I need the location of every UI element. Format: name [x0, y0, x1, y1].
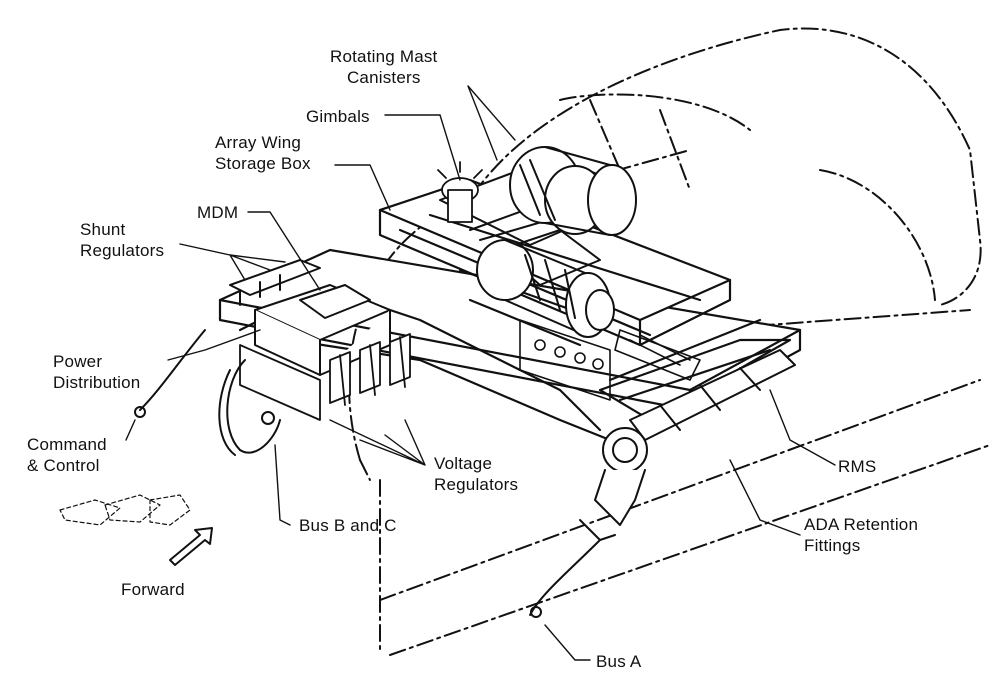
label-voltage-regulators: Voltage Regulators: [434, 453, 518, 495]
label-line: Command: [27, 435, 107, 454]
cable-runs: [134, 329, 601, 618]
label-command-control: Command & Control: [27, 434, 107, 476]
label-line: Voltage: [434, 454, 493, 473]
label-line: Shunt: [80, 220, 126, 239]
label-ada-retention-fittings: ADA Retention Fittings: [804, 514, 918, 556]
label-line: Fittings: [804, 536, 861, 555]
label-line: Storage Box: [215, 154, 311, 173]
leader-lines: [125, 85, 836, 661]
label-line: & Control: [27, 456, 100, 475]
mast-canister-lower: [476, 239, 615, 338]
label-line: Array Wing: [215, 133, 302, 152]
label-gimbals: Gimbals: [306, 107, 370, 126]
label-line: Power: [53, 352, 103, 371]
label-line: Regulators: [80, 241, 165, 260]
label-mdm: MDM: [197, 203, 239, 222]
gimbal-assembly: [437, 161, 483, 223]
label-line: Rotating Mast: [330, 47, 438, 66]
label-line: Distribution: [53, 373, 141, 392]
label-rotating-mast-canisters: Rotating Mast Canisters: [330, 46, 437, 88]
label-bus-b-and-c: Bus B and C: [299, 516, 397, 535]
label-line: Canisters: [346, 68, 421, 87]
label-array-wing-storage-box: Array Wing Storage Box: [215, 132, 311, 174]
forward-arrow-icon: [169, 527, 213, 566]
label-rms: RMS: [838, 457, 877, 476]
voltage-regulator-units: [239, 333, 411, 421]
label-bus-a: Bus A: [596, 652, 642, 671]
canister-support-truss: [519, 319, 701, 401]
label-power-distribution: Power Distribution: [53, 351, 140, 393]
sketch-marks: [59, 494, 191, 526]
mast-canister-upper: [509, 146, 637, 236]
label-line: ADA Retention: [804, 515, 919, 534]
label-forward: Forward: [121, 580, 185, 599]
label-shunt-regulators: Shunt Regulators: [80, 219, 164, 261]
rms-arm: [579, 349, 796, 541]
label-line: Regulators: [434, 475, 519, 494]
